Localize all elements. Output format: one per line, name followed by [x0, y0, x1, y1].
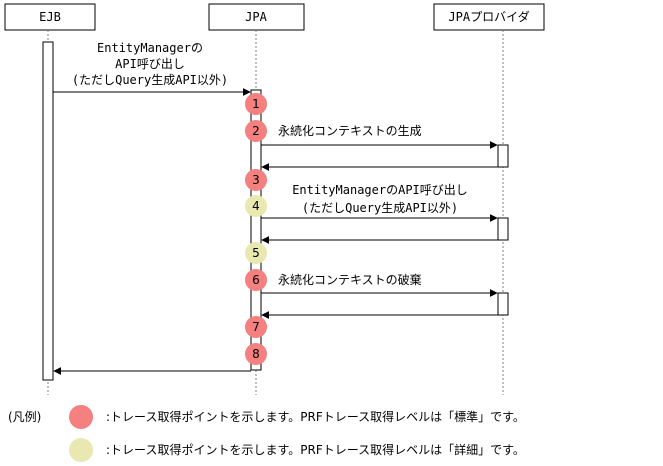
trace-point-label: 2 — [252, 124, 260, 138]
trace-point-6: 6 — [245, 269, 267, 291]
trace-point-label: 3 — [252, 173, 260, 187]
activation-provider-2 — [497, 217, 509, 241]
trace-point-label: 5 — [252, 246, 260, 260]
participant-jpa: JPA — [208, 3, 305, 31]
legend-title: (凡例) — [8, 410, 41, 424]
trace-point-1: 1 — [245, 93, 267, 115]
trace-point-marker — [245, 120, 267, 142]
participant-provider-label: JPAプロバイダ — [448, 9, 529, 24]
msg-create-context: 永続化コンテキストの生成 — [278, 124, 422, 138]
trace-point-marker — [245, 169, 267, 191]
activation-ejb — [42, 41, 54, 381]
participant-jpa-label: JPA — [245, 10, 267, 24]
trace-point-marker — [245, 242, 267, 264]
trace-point-5: 5 — [245, 242, 267, 264]
trace-point-3: 3 — [245, 169, 267, 191]
trace-point-4: 4 — [245, 195, 267, 217]
msg-api-call-line1: EntityManagerのAPI呼び出し — [292, 183, 468, 197]
trace-point-label: 6 — [252, 273, 260, 287]
msg-ejb-call-line1: EntityManagerの — [97, 41, 203, 55]
participant-ejb-label: EJB — [39, 10, 61, 24]
trace-point-marker — [245, 316, 267, 338]
legend-detail-text: :トレース取得ポイントを示します。PRFトレース取得レベルは「詳細」です。 — [106, 442, 525, 457]
trace-point-marker — [245, 269, 267, 291]
participant-ejb: EJB — [4, 3, 96, 31]
activation-jpa — [250, 89, 262, 371]
trace-point-marker — [245, 195, 267, 217]
msg-api-call-line2: (ただしQuery生成API以外) — [302, 201, 458, 215]
participant-provider: JPAプロバイダ — [433, 3, 545, 31]
trace-point-marker — [245, 93, 267, 115]
legend-detail-marker — [69, 438, 93, 462]
trace-point-marker — [245, 343, 267, 365]
trace-point-label: 1 — [252, 97, 260, 111]
legend-standard-text: :トレース取得ポイントを示します。PRFトレース取得レベルは「標準」です。 — [106, 409, 525, 424]
trace-point-7: 7 — [245, 316, 267, 338]
msg-ejb-call-line2: API呼び出し — [115, 57, 185, 71]
msg-ejb-call-line3: (ただしQuery生成API以外) — [72, 73, 228, 87]
trace-point-label: 8 — [252, 347, 260, 361]
legend-standard-marker — [69, 405, 93, 429]
trace-point-label: 7 — [252, 320, 260, 334]
activation-provider-3 — [497, 292, 509, 316]
trace-point-2: 2 — [245, 120, 267, 142]
activation-provider-1 — [497, 144, 509, 168]
msg-destroy-context: 永続化コンテキストの破棄 — [278, 272, 422, 287]
trace-points: 1 2 3 4 5 6 7 8 — [245, 93, 267, 365]
trace-point-8: 8 — [245, 343, 267, 365]
trace-point-label: 4 — [252, 199, 260, 213]
legend: (凡例) :トレース取得ポイントを示します。PRFトレース取得レベルは「標準」で… — [8, 405, 525, 462]
